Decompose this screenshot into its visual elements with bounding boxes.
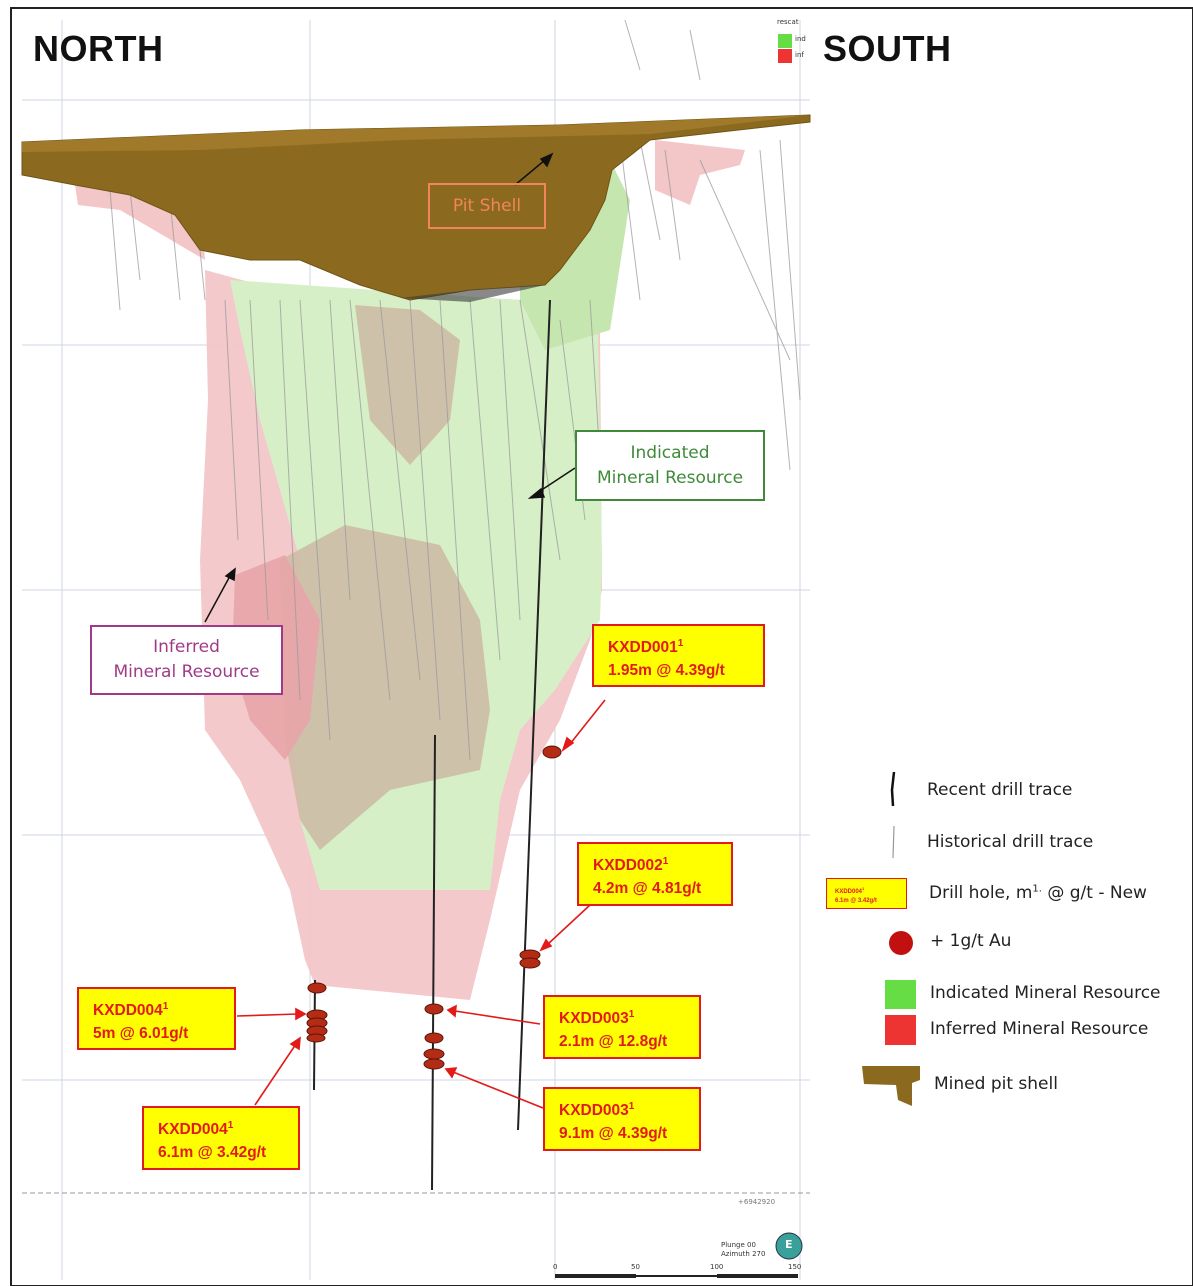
- hole-id: KXDD001: [608, 639, 678, 657]
- hole-box-kxdd002: KXDD0021 4.2m @ 4.81g/t: [577, 842, 733, 906]
- legend-historical-drill-trace: Historical drill trace: [927, 832, 1094, 852]
- compass-icon: [775, 1232, 803, 1260]
- hole-value: 2.1m @ 12.8g/t: [559, 1033, 668, 1051]
- indicated-label-line1: Indicated: [630, 443, 710, 463]
- hole-id: KXDD003: [559, 1102, 629, 1120]
- hole-sup: 1: [662, 856, 669, 867]
- azimuth-label: Azimuth 270: [721, 1250, 766, 1258]
- rescat-legend-ind: ind: [795, 35, 806, 43]
- pit-shell-label: Pit Shell: [452, 196, 522, 216]
- legend-drill-hole-text: Drill hole, m: [929, 883, 1033, 903]
- rescat-legend-title: rescat: [777, 18, 799, 26]
- inferred-label-line1: Inferred: [153, 637, 220, 657]
- hole-box-kxdd001: KXDD0011 1.95m @ 4.39g/t: [592, 624, 765, 687]
- hole-box-kxdd004-upper: KXDD0041 5m @ 6.01g/t: [77, 987, 236, 1050]
- indicated-callout-box: [575, 430, 765, 501]
- au-intercepts: [306, 745, 562, 1070]
- northing-label: +6942920: [738, 1198, 776, 1206]
- legend-inferred: Inferred Mineral Resource: [930, 1019, 1149, 1039]
- hole-value: 6.1m @ 3.42g/t: [158, 1144, 267, 1162]
- legend-sample-box: KXDD0041 6.1m @ 3.42g/t: [826, 878, 907, 909]
- rescat-legend-inf: inf: [795, 51, 804, 59]
- pit-shell-callout-box: [428, 183, 546, 229]
- hole-value: 4.2m @ 4.81g/t: [593, 880, 702, 898]
- legend-drill-hole-new: Drill hole, m1. @ g/t - New: [929, 883, 1147, 903]
- legend-sample-id: KXDD004: [835, 889, 863, 895]
- scale-label-150: 150: [788, 1263, 802, 1271]
- hole-value: 1.95m @ 4.39g/t: [608, 662, 725, 680]
- inferred-callout-box: [90, 625, 283, 695]
- scale-label-50: 50: [631, 1263, 640, 1271]
- legend-recent-drill-trace: Recent drill trace: [927, 780, 1073, 800]
- hole-box-kxdd003-lower: KXDD0031 9.1m @ 4.39g/t: [543, 1087, 701, 1151]
- indicated-label-line2: Mineral Resource: [596, 468, 744, 488]
- hole-sup: 1: [227, 1120, 234, 1131]
- hole-id: KXDD003: [559, 1010, 629, 1028]
- hole-value: 5m @ 6.01g/t: [93, 1025, 189, 1043]
- scale-label-100: 100: [710, 1263, 724, 1271]
- legend-sample-value: 6.1m @ 3.42g/t: [835, 898, 877, 904]
- legend-indicated: Indicated Mineral Resource: [930, 983, 1161, 1003]
- hole-box-kxdd004-lower: KXDD0041 6.1m @ 3.42g/t: [142, 1106, 300, 1170]
- south-label: SOUTH: [823, 28, 952, 69]
- inferred-label: Inferred Mineral Resource: [91, 635, 282, 685]
- legend-pit: Mined pit shell: [934, 1074, 1058, 1094]
- hole-box-kxdd003-upper: KXDD0031 2.1m @ 12.8g/t: [543, 995, 701, 1059]
- callout-arrows: [204, 152, 576, 623]
- legend-drill-hole-rest: @ g/t - New: [1041, 883, 1147, 903]
- hole-sup: 1: [677, 638, 684, 649]
- intercept-arrows: [236, 699, 606, 1109]
- hole-id: KXDD002: [593, 857, 663, 875]
- legend-drill-hole-sup: 1.: [1032, 883, 1042, 895]
- hole-id: KXDD004: [93, 1002, 163, 1020]
- plunge-label: Plunge 00: [721, 1241, 756, 1249]
- compass-letter: E: [785, 1238, 793, 1251]
- hole-value: 9.1m @ 4.39g/t: [559, 1125, 668, 1143]
- indicated-label: Indicated Mineral Resource: [576, 441, 764, 491]
- scale-label-0: 0: [553, 1263, 558, 1271]
- legend-sample-sup: 1: [862, 886, 865, 891]
- hole-id: KXDD004: [158, 1121, 228, 1139]
- hole-sup: 1: [628, 1101, 635, 1112]
- north-label: NORTH: [33, 28, 164, 69]
- legend-graphics: [862, 771, 920, 1106]
- legend-au: + 1g/t Au: [930, 931, 1012, 951]
- hole-sup: 1: [628, 1009, 635, 1020]
- inferred-label-line2: Mineral Resource: [113, 662, 260, 682]
- hole-sup: 1: [162, 1001, 169, 1012]
